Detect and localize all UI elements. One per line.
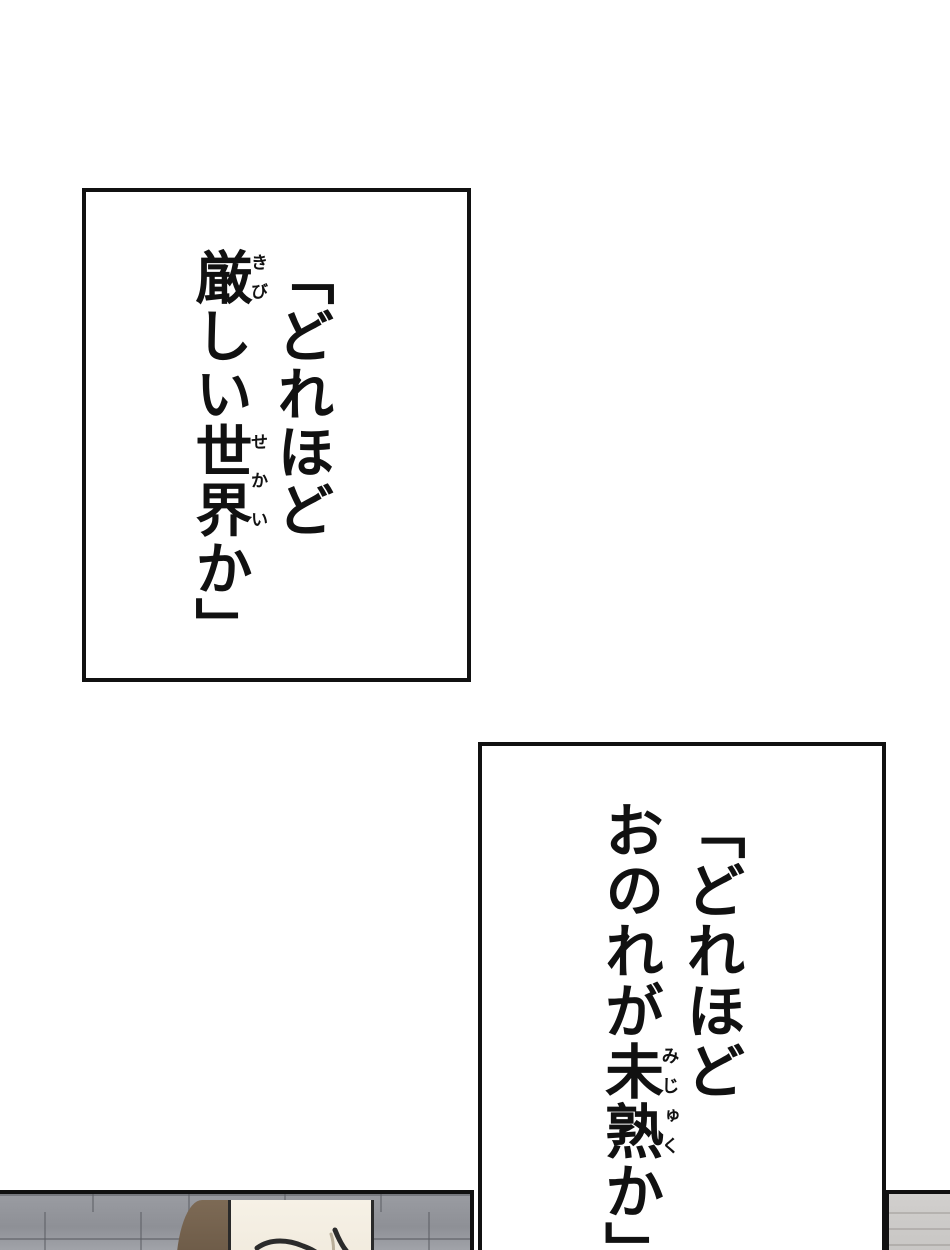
eyebrow-right-icon (332, 1227, 349, 1250)
panel-2-column-b: おのれが未熟みじゅくか」 (595, 800, 679, 1250)
ruby-mijuku: 未熟みじゅく (595, 1040, 679, 1162)
narration-panel-2 (478, 742, 886, 1250)
panel-1-column-a: 「どれほど (268, 248, 334, 539)
eyebrow-left-icon (254, 1238, 318, 1250)
kana-onore-ga: おのれが (595, 800, 664, 1041)
art-panel-gray-wall (885, 1190, 950, 1250)
character-face (228, 1200, 374, 1250)
kanji-mijuku: 未熟 (595, 1040, 664, 1162)
furigana-kibi: きび (247, 248, 267, 307)
panel-1-text: 「どれほど 厳きびしい世界せかいか」 (186, 248, 334, 655)
kanji-gen: 厳 (186, 248, 252, 307)
kana-ka-close: か」 (186, 538, 252, 655)
kana-ka-close: か」 (595, 1161, 664, 1250)
wall-streak-1 (889, 1212, 950, 1214)
wall-streak-3 (889, 1244, 950, 1246)
face-features (254, 1227, 349, 1250)
panel-2-column-a: 「どれほど (676, 800, 746, 1101)
narration-panel-1 (82, 188, 471, 682)
furigana-sekai: せかい (247, 422, 267, 539)
panel-1-column-b: 厳きびしい世界せかいか」 (186, 248, 267, 655)
kanji-sekai: 世界 (186, 422, 252, 539)
ruby-sekai: 世界せかい (186, 422, 267, 539)
art-panel-brick-wall (0, 1190, 474, 1250)
character-head (176, 1200, 374, 1250)
kana-shii: しい (186, 306, 252, 423)
furigana-mijuku: みじゅく (658, 1040, 679, 1162)
ruby-kibishii: 厳きび (186, 248, 267, 307)
panel-2-text: 「どれほど おのれが未熟みじゅくか」 (595, 800, 746, 1250)
face-contour-line (329, 1232, 335, 1250)
wall-streak-2 (889, 1228, 950, 1230)
